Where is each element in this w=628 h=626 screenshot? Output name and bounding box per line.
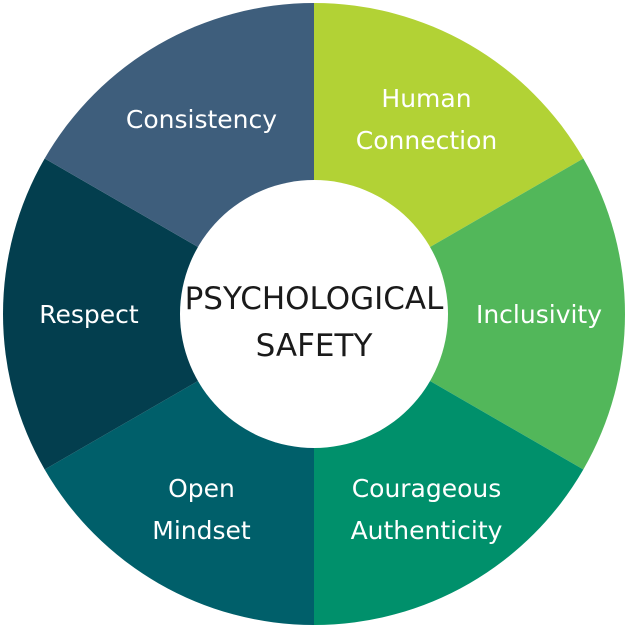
center-label-line-2: SAFETY (256, 328, 373, 364)
segment-label-inclusivity-line-1: Inclusivity (476, 300, 602, 329)
center-label-line-1: PSYCHOLOGICAL (185, 281, 445, 317)
segment-label-courageous-authenticity-line-1: Courageous (352, 474, 502, 503)
segment-label-respect-line-1: Respect (39, 300, 139, 329)
segment-label-open-mindset-line-2: Mindset (152, 516, 251, 545)
segment-label-consistency-line-1: Consistency (126, 105, 277, 134)
segment-respect (3, 158, 315, 470)
segment-label-human-connection-line-1: Human (381, 84, 471, 113)
segment-label-human-connection-line-2: Connection (356, 126, 497, 155)
segment-label-courageous-authenticity-line-2: Authenticity (351, 516, 503, 545)
segment-inclusivity (314, 158, 625, 470)
segment-label-open-mindset-line-1: Open (168, 474, 235, 503)
center-circle (180, 180, 448, 448)
